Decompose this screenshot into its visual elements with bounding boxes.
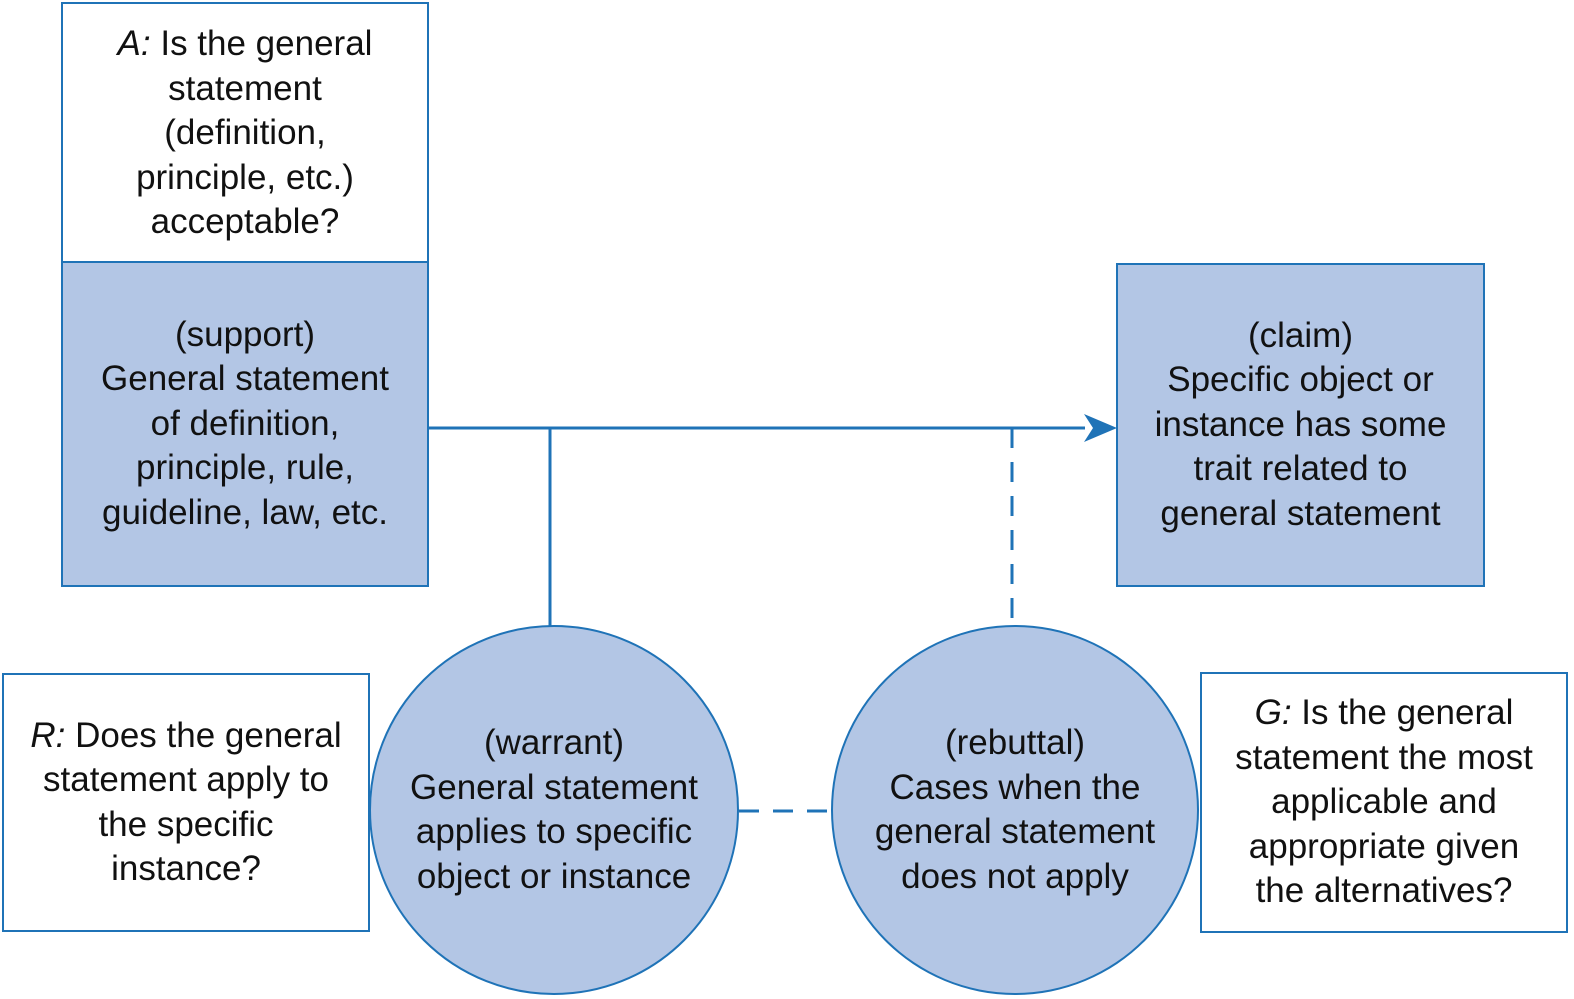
- question-a-line: statement: [168, 68, 322, 108]
- rebuttal-label: (rebuttal): [944, 723, 1086, 762]
- question-a-lead: A:: [117, 24, 151, 64]
- claim-line: general statement: [1160, 493, 1441, 533]
- arrowhead: [1084, 414, 1117, 442]
- question-r-line: Does the general: [75, 715, 342, 755]
- rebuttal-circle: (rebuttal) Cases when the general statem…: [831, 625, 1199, 995]
- warrant-line: General statement: [410, 767, 698, 807]
- claim-line: Specific object or: [1167, 360, 1434, 400]
- warrant-circle: (warrant) General statement applies to s…: [369, 625, 739, 995]
- question-r-box: R: Does the general statement apply to t…: [2, 673, 370, 932]
- question-a-line: acceptable?: [150, 202, 340, 242]
- question-g-line: the alternatives?: [1255, 871, 1513, 911]
- question-r-lead: R:: [30, 715, 66, 755]
- claim-line: instance has some: [1154, 404, 1447, 444]
- rebuttal-line: general statement: [874, 812, 1156, 851]
- support-line: guideline, law, etc.: [101, 492, 388, 532]
- warrant-line: object or instance: [416, 856, 692, 896]
- question-g-line: appropriate given: [1248, 826, 1520, 866]
- question-a-box: A: Is the general statement (definition,…: [61, 2, 429, 263]
- support-label: (support): [174, 314, 316, 354]
- support-line: of definition,: [150, 403, 340, 443]
- warrant-label: (warrant): [483, 723, 625, 762]
- rebuttal-line: does not apply: [901, 856, 1129, 896]
- question-g-line: applicable and: [1271, 782, 1497, 822]
- support-box: (support) General statement of definitio…: [61, 261, 429, 587]
- question-r-line: instance?: [111, 849, 261, 888]
- claim-box: (claim) Specific object or instance has …: [1116, 263, 1485, 587]
- support-line: General statement: [101, 359, 389, 399]
- question-a-line: Is the general: [160, 24, 373, 64]
- question-r-line: statement apply to: [43, 760, 329, 799]
- claim-line: trait related to: [1193, 449, 1408, 489]
- question-g-lead: G:: [1254, 693, 1292, 733]
- claim-label: (claim): [1248, 315, 1353, 355]
- question-r-line: the specific: [98, 804, 274, 844]
- question-a-line: (definition,: [164, 113, 326, 153]
- warrant-line: applies to specific: [415, 812, 693, 851]
- question-g-line: Is the general: [1301, 693, 1514, 733]
- support-line: principle, rule,: [136, 448, 354, 488]
- question-g-box: G: Is the general statement the most app…: [1200, 672, 1568, 933]
- rebuttal-line: Cases when the: [889, 767, 1141, 807]
- question-g-line: statement the most: [1235, 737, 1533, 777]
- question-a-line: principle, etc.): [136, 157, 354, 197]
